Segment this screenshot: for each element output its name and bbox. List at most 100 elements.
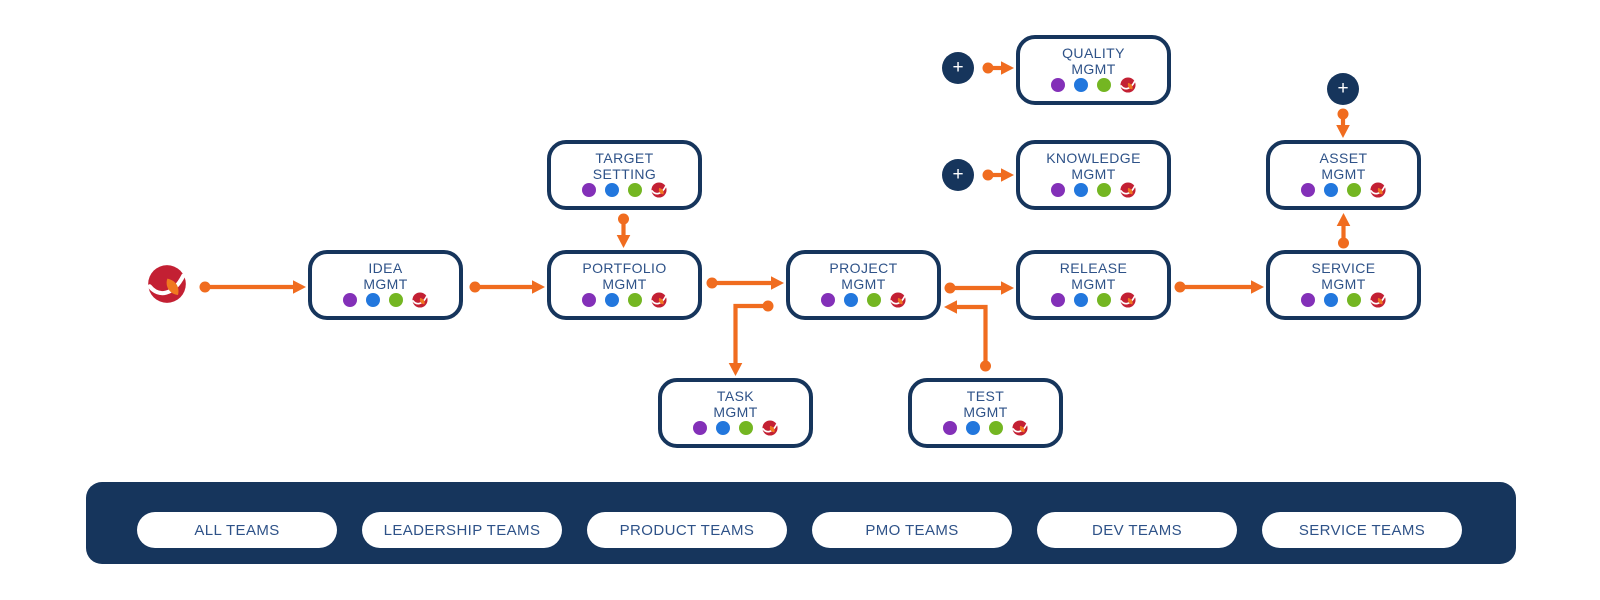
node-title-line: SETTING <box>592 165 657 182</box>
node-title-line: ASSET <box>1319 150 1368 166</box>
node-title-line: MGMT <box>1071 60 1116 77</box>
team-dots <box>821 292 906 308</box>
purple-team-dot-icon <box>1301 293 1315 307</box>
team-dots <box>1301 292 1386 308</box>
add-knowledge-button[interactable]: + <box>942 159 974 191</box>
team-dots <box>1051 182 1136 198</box>
connector-test-mgmt-to-project-mgmt <box>944 300 991 372</box>
team-filter-leadership-teams[interactable]: LEADERSHIP TEAMS <box>362 512 562 548</box>
purple-team-dot-icon <box>582 183 596 197</box>
team-filter-product-teams[interactable]: PRODUCT TEAMS <box>587 512 787 548</box>
green-team-dot-icon <box>989 421 1003 435</box>
blue-team-dot-icon <box>1074 78 1088 92</box>
node-title-line: MGMT <box>841 275 886 292</box>
connector-release-mgmt-to-service-mgmt <box>1174 280 1264 294</box>
brand-dot-icon <box>1120 182 1136 198</box>
brand-dot-icon <box>1370 182 1386 198</box>
add-quality-button[interactable]: + <box>942 52 974 84</box>
node-title-line: RELEASE <box>1059 260 1128 276</box>
purple-team-dot-icon <box>693 421 707 435</box>
team-filter-bar: ALL TEAMS LEADERSHIP TEAMS PRODUCT TEAMS PM… <box>86 482 1516 564</box>
purple-team-dot-icon <box>943 421 957 435</box>
team-dots <box>582 182 667 198</box>
node-title-line: MGMT <box>713 403 758 420</box>
purple-team-dot-icon <box>821 293 835 307</box>
brand-dot-icon <box>762 420 778 436</box>
green-team-dot-icon <box>1347 183 1361 197</box>
plus-icon: + <box>1337 77 1349 99</box>
node-title-line: PROJECT <box>829 260 898 276</box>
connector-brand-logo-to-idea-mgmt <box>199 280 306 294</box>
green-team-dot-icon <box>628 183 642 197</box>
green-team-dot-icon <box>1097 78 1111 92</box>
connector-project-mgmt-to-release-mgmt <box>944 281 1014 295</box>
green-team-dot-icon <box>389 293 403 307</box>
node-title-line: MGMT <box>1071 165 1116 182</box>
node-title-line: QUALITY <box>1062 45 1125 61</box>
purple-team-dot-icon <box>1051 183 1065 197</box>
team-dots <box>343 292 428 308</box>
node-title-line: IDEA <box>368 260 403 276</box>
brand-dot-icon <box>651 292 667 308</box>
node-title-line: MGMT <box>1321 275 1366 292</box>
team-filter-service-teams[interactable]: SERVICE TEAMS <box>1262 512 1462 548</box>
team-filter-label: PMO TEAMS <box>865 521 959 539</box>
green-team-dot-icon <box>1097 183 1111 197</box>
team-filter-label: PRODUCT TEAMS <box>619 521 755 539</box>
node-title-line: SERVICE <box>1311 260 1376 276</box>
node-title-line: MGMT <box>1071 275 1116 292</box>
node-title-line: PORTFOLIO <box>582 260 667 276</box>
green-team-dot-icon <box>739 421 753 435</box>
team-filter-pmo-teams[interactable]: PMO TEAMS <box>812 512 1012 548</box>
blue-team-dot-icon <box>605 183 619 197</box>
team-filter-label: ALL TEAMS <box>194 521 280 539</box>
connector-portfolio-mgmt-to-project-mgmt <box>706 276 784 290</box>
node-title-line: MGMT <box>1321 165 1366 182</box>
connector-service-mgmt-to-asset-mgmt <box>1336 213 1351 249</box>
brand-dot-icon <box>890 292 906 308</box>
brand-dot-icon <box>1370 292 1386 308</box>
purple-team-dot-icon <box>582 293 596 307</box>
team-filter-label: SERVICE TEAMS <box>1298 521 1426 539</box>
green-team-dot-icon <box>1097 293 1111 307</box>
team-filter-dev-teams[interactable]: DEV TEAMS <box>1037 512 1237 548</box>
node-title-line: TARGET <box>595 150 654 166</box>
purple-team-dot-icon <box>1301 183 1315 197</box>
connector-add-knowledge-to-knowledge-mgmt <box>982 168 1014 182</box>
brand-dot-icon <box>1120 77 1136 93</box>
green-team-dot-icon <box>628 293 642 307</box>
brand-dot-icon <box>1120 292 1136 308</box>
plus-icon: + <box>952 163 964 185</box>
brand-dot-icon <box>1012 420 1028 436</box>
team-dots <box>693 420 778 436</box>
blue-team-dot-icon <box>716 421 730 435</box>
blue-team-dot-icon <box>1074 183 1088 197</box>
blue-team-dot-icon <box>966 421 980 435</box>
add-asset-button[interactable]: + <box>1327 73 1359 105</box>
team-filter-all-teams[interactable]: ALL TEAMS <box>137 512 337 548</box>
plus-icon: + <box>952 56 964 78</box>
